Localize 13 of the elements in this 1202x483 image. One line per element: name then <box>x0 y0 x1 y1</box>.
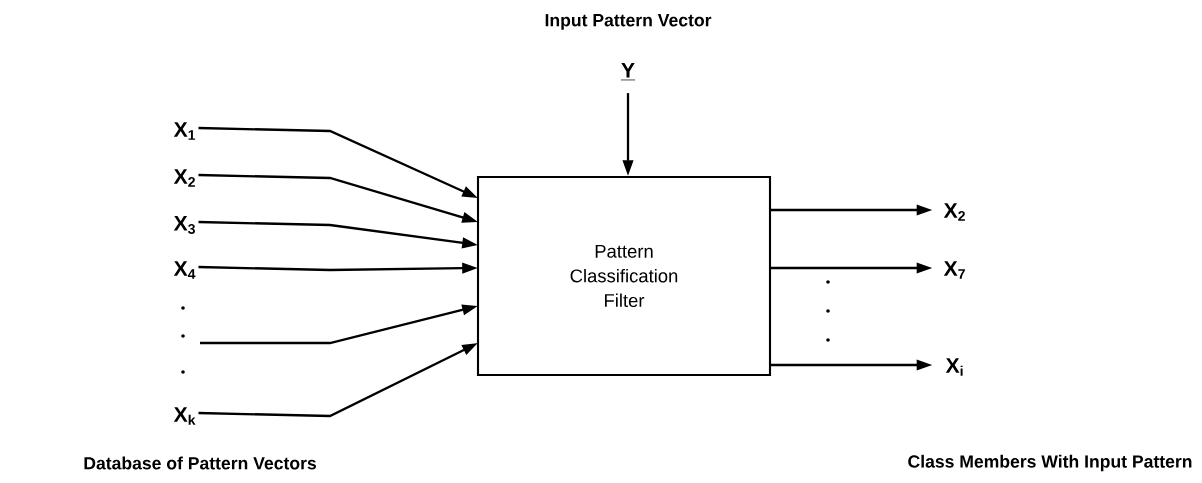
vector-label: Y <box>620 63 636 81</box>
vector-label: X$_{1}$ <box>173 122 196 140</box>
process-box: Pattern Classification Filter <box>476 175 772 377</box>
vector-label: X$_{7}$ <box>943 261 965 279</box>
vector-label: X$_{k}$ <box>173 407 196 425</box>
caption-text: Database of Pattern Vectors <box>84 456 316 470</box>
vector-label: X$_{4}$ <box>173 261 196 279</box>
vector-label: X$_{2}$ <box>943 203 965 221</box>
caption-text: Input Pattern Vector <box>545 14 712 30</box>
vector-label: X$_{i}$ <box>945 358 963 376</box>
caption-text: Class Members With Input Pattern <box>908 454 1192 472</box>
vector-label: X$_{3}$ <box>173 216 195 234</box>
vector-label: X$_{2}$ <box>173 169 195 187</box>
